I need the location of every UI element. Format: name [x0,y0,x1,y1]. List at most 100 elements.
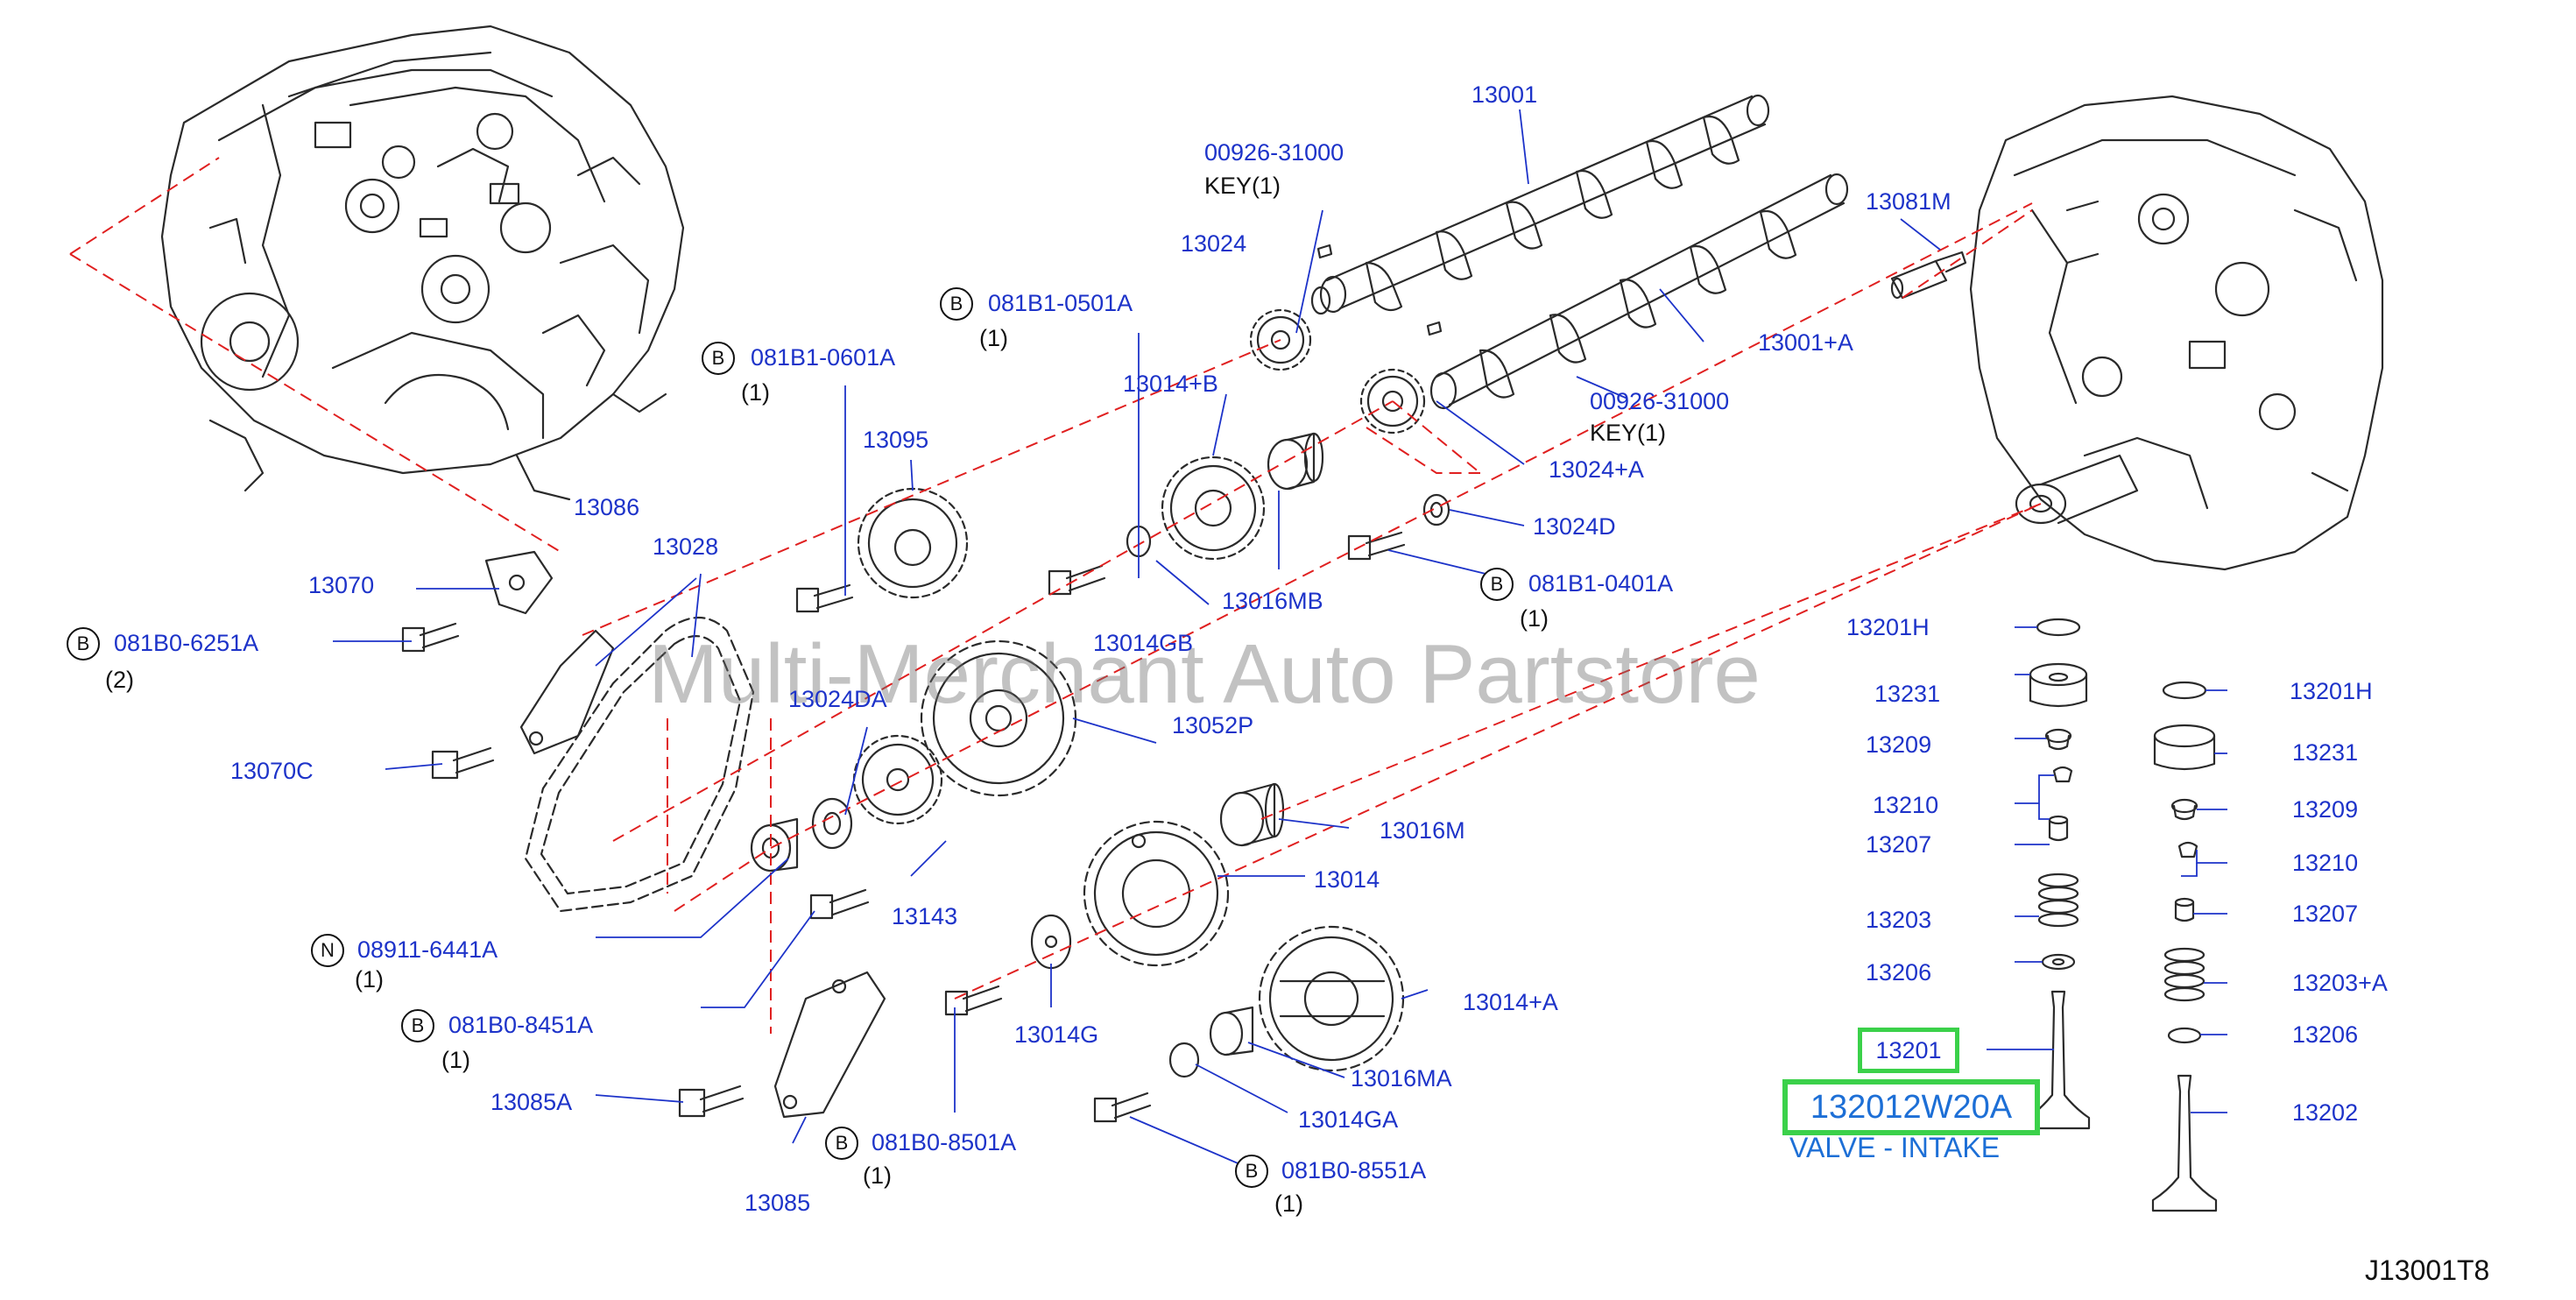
callout-13014GB[interactable]: 13014GB [1093,630,1194,656]
bushing-08911 [750,817,799,873]
callout-081B1-0401A[interactable]: 081B1-0401A [1528,570,1674,597]
bolt-13085A [678,1085,745,1118]
highlight-part-number[interactable]: 132012W20A [1782,1079,2040,1135]
callout-13081M[interactable]: 13081M [1866,188,1951,215]
camshaft-13001 [1310,94,1770,315]
callout-13001[interactable]: 13001 [1471,81,1538,108]
key-top [1316,244,1333,259]
qty-0601A: (1) [741,379,770,406]
qty-6441A: (1) [355,966,384,993]
callout-13016M[interactable]: 13016M [1380,817,1465,844]
callout-13143[interactable]: 13143 [892,903,958,929]
gear-13014 [1083,820,1230,967]
qty-8501A: (1) [863,1162,892,1189]
callout-valve-left-13206[interactable]: 13206 [1866,959,1932,986]
qty-key-mid: KEY(1) [1590,420,1667,446]
callout-13024D[interactable]: 13024D [1533,513,1616,540]
bushing-13016MA [1209,1006,1254,1056]
nut-prefix-n-badge: N [311,934,344,967]
callout-13028[interactable]: 13028 [653,533,719,560]
timing-chain-13028 [524,616,755,913]
callout-valve-left-13203[interactable]: 13203 [1866,907,1932,933]
gear-13014A [1258,925,1405,1072]
valve-stack-left [2026,618,2091,1130]
callout-13085[interactable]: 13085 [745,1190,811,1216]
washer-13014GA [1168,1042,1200,1078]
callout-valve-left-13209[interactable]: 13209 [1866,731,1932,758]
qty-0501A: (1) [979,325,1008,351]
callout-13014[interactable]: 13014 [1314,866,1380,893]
callout-00926-31000-top[interactable]: 00926-31000 [1204,139,1344,166]
bolt-prefix-b-badge: B [1235,1155,1268,1188]
qty-8451A: (1) [441,1047,470,1073]
callout-13014GA[interactable]: 13014GA [1298,1106,1399,1133]
callout-081B1-0601A[interactable]: 081B1-0601A [751,344,896,371]
callout-13016MB[interactable]: 13016MB [1222,588,1323,614]
callout-08911-6441A[interactable]: 08911-6441A [357,936,498,963]
qty-6251A: (2) [105,667,134,693]
callout-valve-right-13201H[interactable]: 13201H [2290,678,2373,704]
callout-081B1-0501A[interactable]: 081B1-0501A [988,290,1133,316]
bolt-0601A [795,583,854,613]
washer-13024DA [811,797,853,850]
tensioner-13070 [484,550,554,615]
sensor-13081M [1890,251,1967,300]
callout-valve-right-13231[interactable]: 13231 [2292,739,2359,766]
callout-13085A[interactable]: 13085A [490,1089,573,1115]
camshaft-13001A [1429,173,1849,410]
callout-13070[interactable]: 13070 [308,572,375,598]
bolt-prefix-b-badge: B [67,627,100,661]
callout-13014B[interactable]: 13014+B [1123,371,1218,397]
bolt-8451A [809,888,870,920]
callout-valve-left-13201H[interactable]: 13201H [1846,614,1930,640]
bolt-prefix-b-badge: B [401,1009,434,1042]
qty-0401A: (1) [1520,605,1549,632]
callout-00926-31000-mid[interactable]: 00926-31000 [1590,388,1730,414]
callout-13052P[interactable]: 13052P [1172,712,1254,738]
callout-13001A[interactable]: 13001+A [1758,329,1853,356]
gear-13095 [857,487,969,599]
highlight-ref-13201[interactable]: 13201 [1858,1028,1959,1073]
callout-081B0-8451A[interactable]: 081B0-8451A [448,1012,594,1038]
callout-13086[interactable]: 13086 [574,494,640,520]
callout-valve-right-13206[interactable]: 13206 [2292,1021,2359,1048]
plate-13014G [1030,914,1072,970]
callout-081B0-8551A[interactable]: 081B0-8551A [1281,1157,1427,1183]
callout-13024[interactable]: 13024 [1181,230,1247,257]
callout-13070C[interactable]: 13070C [230,758,314,784]
sprocket-13024A [1359,368,1426,435]
callout-13016MA[interactable]: 13016MA [1351,1065,1452,1092]
callout-valve-right-13209[interactable]: 13209 [2292,796,2359,823]
callout-valve-left-13231[interactable]: 13231 [1874,681,1941,707]
callout-081B0-6251A[interactable]: 081B0-6251A [114,630,259,656]
callout-13014G[interactable]: 13014G [1014,1021,1099,1048]
qty-8551A: (1) [1274,1190,1303,1217]
gear-13014B [1161,456,1266,561]
callout-valve-left-13210[interactable]: 13210 [1873,792,1939,818]
callout-valve-right-13210[interactable]: 13210 [2292,850,2359,876]
callout-valve-right-13203A[interactable]: 13203+A [2292,970,2388,996]
bolt-0401A [1347,531,1406,561]
callout-valve-right-13202[interactable]: 13202 [2292,1099,2359,1126]
engine-block-left-illustration [160,25,685,501]
engine-block-right-illustration [1969,95,2384,571]
bushing-13016M [1219,782,1285,847]
bolt-prefix-b-badge: B [825,1127,858,1160]
leader-lines [333,109,2227,1166]
bolt-13070C [431,746,495,780]
bolt-6251A [401,622,460,653]
bolt-prefix-b-badge: B [702,342,735,375]
callout-13095[interactable]: 13095 [863,427,929,453]
callout-13014A[interactable]: 13014+A [1463,989,1558,1015]
washer-13024D [1422,493,1450,526]
callout-valve-left-13207[interactable]: 13207 [1866,831,1932,858]
callout-13024DA[interactable]: 13024DA [788,686,887,712]
bolt-8551A [1093,1092,1152,1123]
callout-13024A[interactable]: 13024+A [1549,456,1644,483]
diagram-code: J13001T8 [2365,1254,2490,1286]
callout-valve-right-13207[interactable]: 13207 [2292,901,2359,927]
callout-081B0-8501A[interactable]: 081B0-8501A [872,1129,1017,1155]
valve-stack-right [2151,681,2218,1212]
